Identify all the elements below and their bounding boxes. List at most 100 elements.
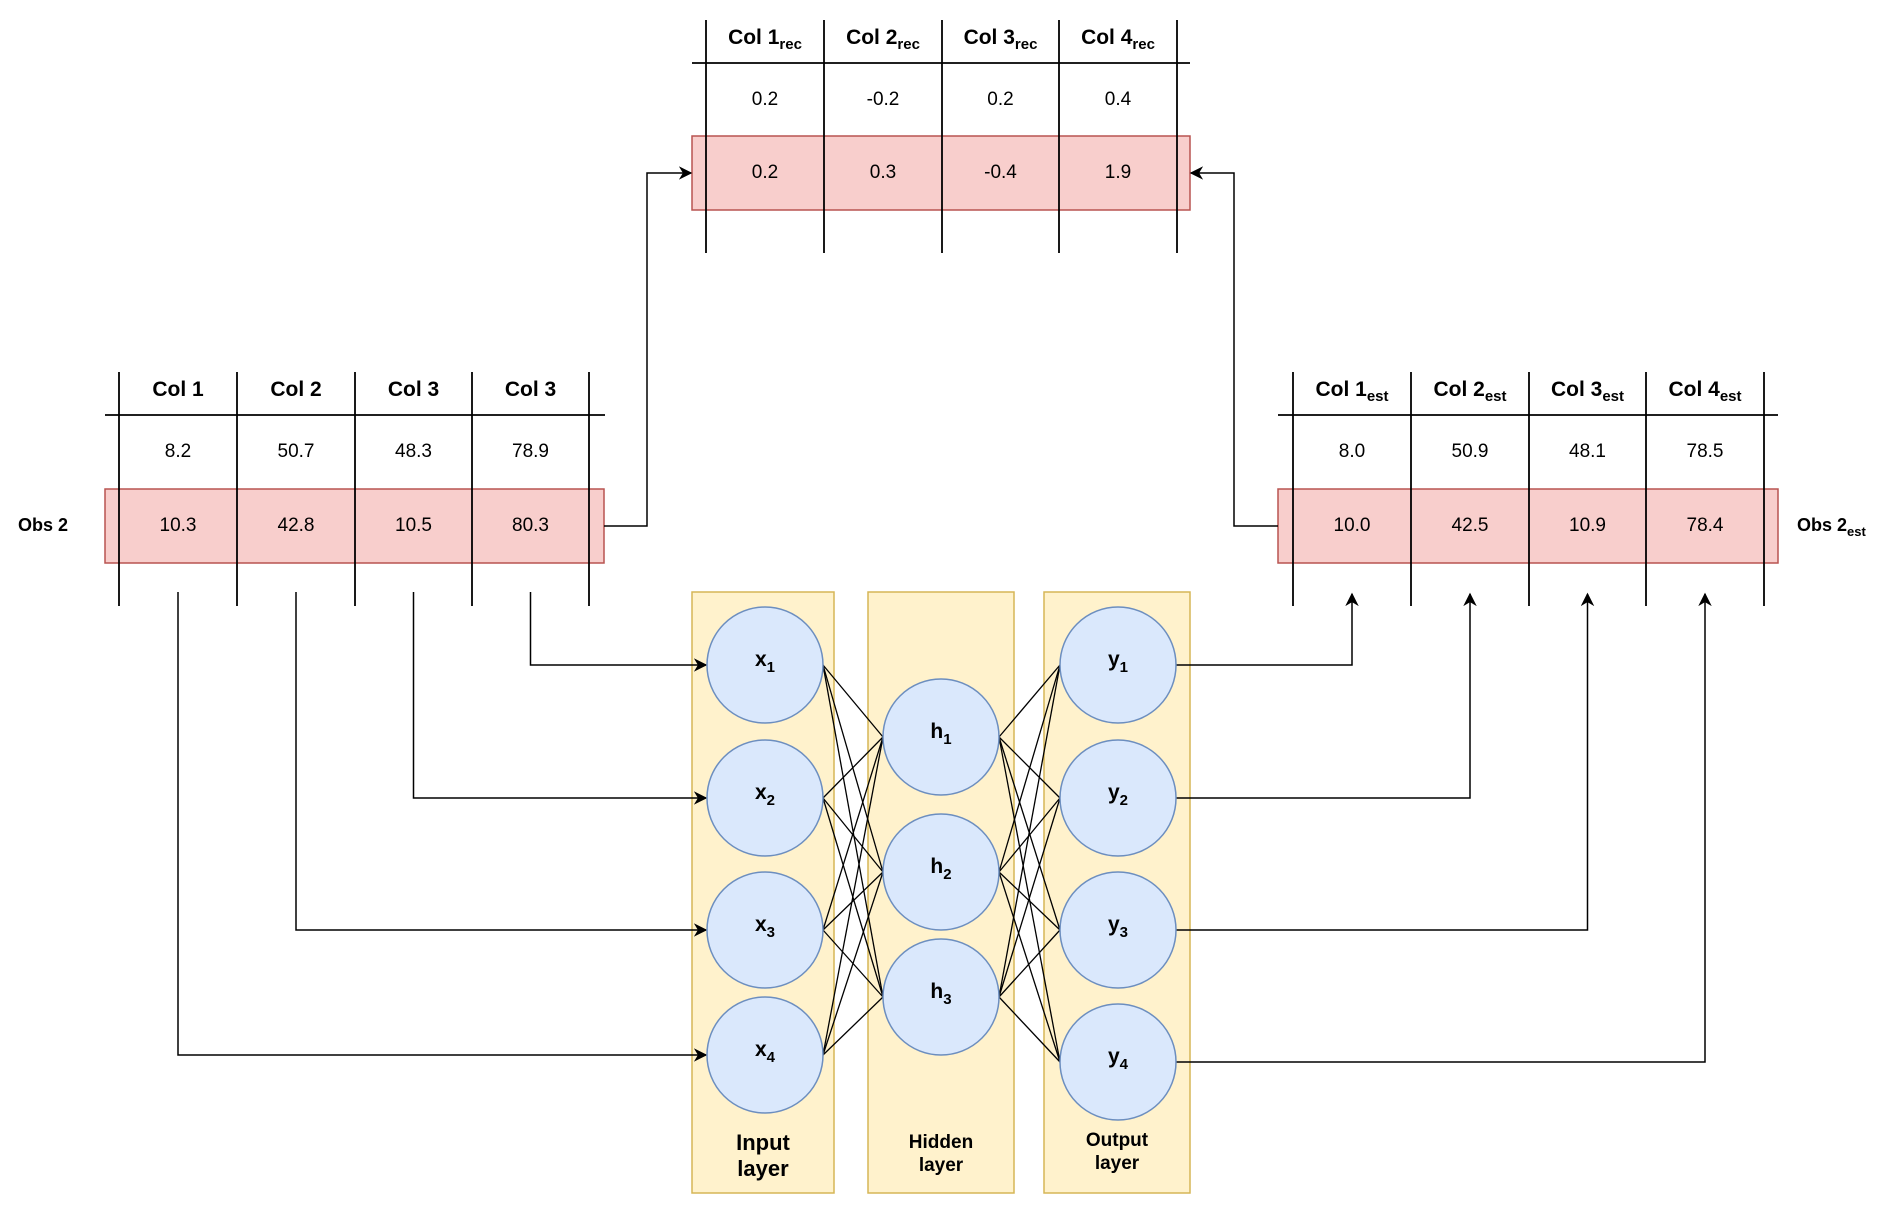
input-table-cell: 8.2 (164, 441, 192, 462)
node-x3 (706, 871, 824, 989)
reconstruction-table-cell: 0.2 (751, 162, 779, 183)
reconstruction-table-highlight-row (691, 135, 1191, 211)
node-label-y4: y4 (1078, 1045, 1158, 1072)
layer-label-line: layer (1094, 1152, 1140, 1174)
estimate-table-header-cell: Col 3est (1529, 378, 1646, 404)
input-table-cell: 80.3 (512, 515, 549, 536)
network-edge (998, 797, 1061, 998)
input-to-reconstruction-arrow (604, 166, 693, 527)
header-text: Col 3 (387, 378, 440, 401)
header-text: Col 1 (728, 26, 780, 49)
input-connector-arrow (177, 592, 708, 1062)
node-index: 3 (943, 991, 952, 1008)
estimate-table-highlight-row (1277, 488, 1779, 564)
input-table-header-cell: Col 3 (472, 378, 589, 402)
network-edge (822, 736, 884, 931)
node-index: 1 (1119, 659, 1129, 676)
node-symbol: x (754, 648, 767, 671)
estimate-table-cell: 48.1 (1569, 441, 1606, 462)
header-subscript: rec (1014, 36, 1038, 53)
network-edge (822, 736, 884, 1056)
node-index: 4 (766, 1049, 776, 1066)
node-symbol: y (1107, 781, 1120, 804)
network-edge (998, 664, 1061, 998)
estimate-table-cell: 42.5 (1451, 515, 1489, 536)
node-h3 (882, 938, 1000, 1056)
node-symbol: x (754, 781, 767, 804)
reconstruction-table-header-cell: Col 1rec (706, 26, 824, 53)
node-y3 (1059, 871, 1177, 989)
input-connector-arrow (295, 592, 708, 937)
network-edge (998, 871, 1061, 931)
header-text: Col 3 (504, 378, 557, 401)
header-text: Col 1 (152, 378, 204, 401)
row-label-subscript: est (1847, 524, 1866, 539)
output-connector-arrow (1176, 592, 1712, 1063)
node-symbol: h (930, 855, 944, 878)
header-subscript: rec (779, 36, 802, 53)
layer-label-line: Output (1085, 1130, 1149, 1151)
reconstruction-table-cell: 0.2 (987, 89, 1014, 110)
input-table-cell: 48.3 (395, 441, 432, 462)
node-label-x2: x2 (725, 781, 805, 808)
network-edge (822, 871, 884, 1056)
node-label-y3: y3 (1078, 913, 1158, 940)
input-table-header-cell: Col 3 (355, 378, 472, 402)
header-text: Col 4 (1668, 378, 1720, 401)
reconstruction-table-cell: 0.3 (869, 162, 897, 183)
network-edge (822, 871, 884, 931)
node-label-h2: h2 (901, 855, 981, 882)
node-index: 4 (1119, 1056, 1129, 1073)
header-text: Col 2 (846, 26, 898, 49)
node-label-x1: x1 (725, 648, 805, 675)
layer-label-line: layer (737, 1156, 789, 1182)
header-text: Col 2 (1433, 378, 1485, 401)
reconstruction-table-header-cell: Col 3rec (942, 26, 1059, 53)
estimate-to-reconstruction-arrow (1189, 166, 1278, 527)
header-text: Col 4 (1081, 26, 1133, 49)
reconstruction-table-header-cell: Col 2rec (824, 26, 942, 52)
node-x4 (706, 996, 824, 1114)
header-text: Col 1 (1315, 378, 1367, 401)
estimate-table-cell: 78.4 (1686, 515, 1724, 536)
network-edge (822, 664, 884, 998)
node-symbol: y (1107, 1045, 1120, 1068)
input-table-row-label: Obs 2 (18, 515, 68, 536)
node-label-x3: x3 (725, 913, 805, 940)
node-h1 (882, 678, 1000, 796)
reconstruction-table-cell: 0.4 (1104, 89, 1132, 110)
header-subscript: est (1366, 388, 1389, 405)
node-x1 (706, 606, 824, 724)
node-index: 2 (943, 866, 952, 883)
estimate-table-cell: 8.0 (1338, 441, 1366, 462)
input-table-header-cell: Col 2 (237, 378, 355, 402)
estimate-table-cell: 10.0 (1333, 515, 1371, 536)
node-symbol: x (754, 913, 767, 936)
network-edge (998, 797, 1061, 873)
reconstruction-table-cell: 0.2 (751, 89, 779, 110)
input-table-cell: 78.9 (512, 441, 549, 462)
layer-label-line: layer (918, 1154, 964, 1176)
reconstruction-table-cell: -0.4 (984, 162, 1017, 183)
input-table-cell: 42.8 (277, 515, 315, 536)
node-h2 (882, 813, 1000, 931)
network-edge (822, 996, 884, 1056)
row-label-text: Obs 2 (1797, 515, 1848, 535)
input-table-cell: 10.5 (395, 515, 432, 536)
input-table-cell: 50.7 (277, 441, 315, 462)
network-edge (998, 996, 1061, 1063)
node-label-y1: y1 (1078, 648, 1158, 675)
node-label-x4: x4 (725, 1038, 805, 1065)
layer-label-line: Input (736, 1130, 790, 1155)
network-edge (822, 664, 884, 738)
node-y4 (1059, 1003, 1177, 1121)
node-x2 (706, 739, 824, 857)
node-symbol: y (1107, 913, 1120, 936)
node-label-h1: h1 (901, 720, 981, 747)
header-text: Col 3 (1550, 378, 1603, 401)
reconstruction-table-cell: 1.9 (1104, 162, 1132, 183)
node-index: 3 (1119, 924, 1129, 941)
estimate-table-header-cell: Col 1est (1293, 378, 1411, 405)
